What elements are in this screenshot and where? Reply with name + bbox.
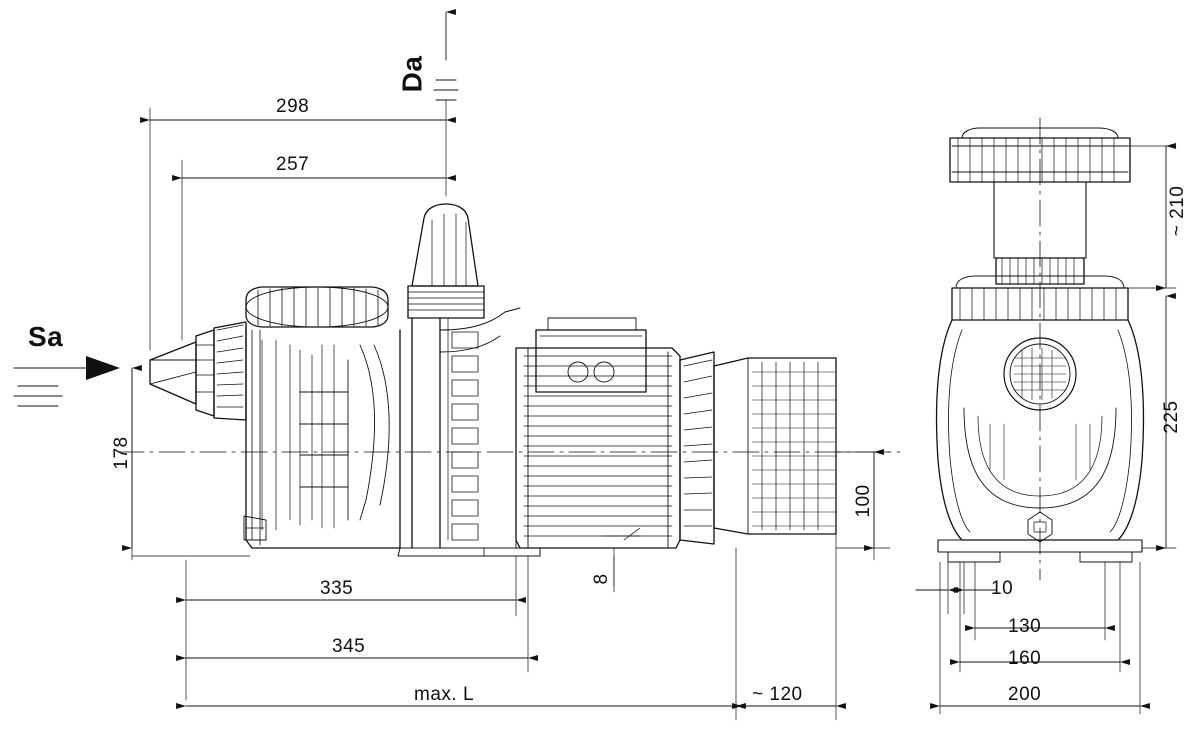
dimension-10: 10 bbox=[991, 578, 1014, 599]
dimension-178: 178 bbox=[111, 436, 132, 470]
dimension-100: 100 bbox=[853, 484, 874, 518]
dimension-160: 160 bbox=[1008, 648, 1042, 669]
dimension-210: ~ 210 bbox=[1167, 185, 1188, 237]
dimension-130: 130 bbox=[1008, 616, 1042, 637]
dimension-max-l: max. L bbox=[414, 684, 475, 705]
front-view-pump-body bbox=[935, 117, 1145, 581]
port-label-discharge: Da bbox=[396, 55, 428, 93]
dimension-225: 225 bbox=[1161, 400, 1182, 434]
dimension-120: ~ 120 bbox=[752, 684, 803, 705]
side-view-pump-body bbox=[117, 203, 901, 557]
dimension-298: 298 bbox=[276, 96, 310, 117]
dimension-257: 257 bbox=[276, 154, 310, 175]
dimension-8: 8 bbox=[591, 573, 612, 585]
dimension-345: 345 bbox=[332, 636, 366, 657]
dimension-lines bbox=[13, 8, 1177, 721]
port-label-suction: Sa bbox=[28, 321, 64, 352]
dimension-335: 335 bbox=[320, 578, 354, 599]
dimension-200: 200 bbox=[1008, 684, 1042, 705]
